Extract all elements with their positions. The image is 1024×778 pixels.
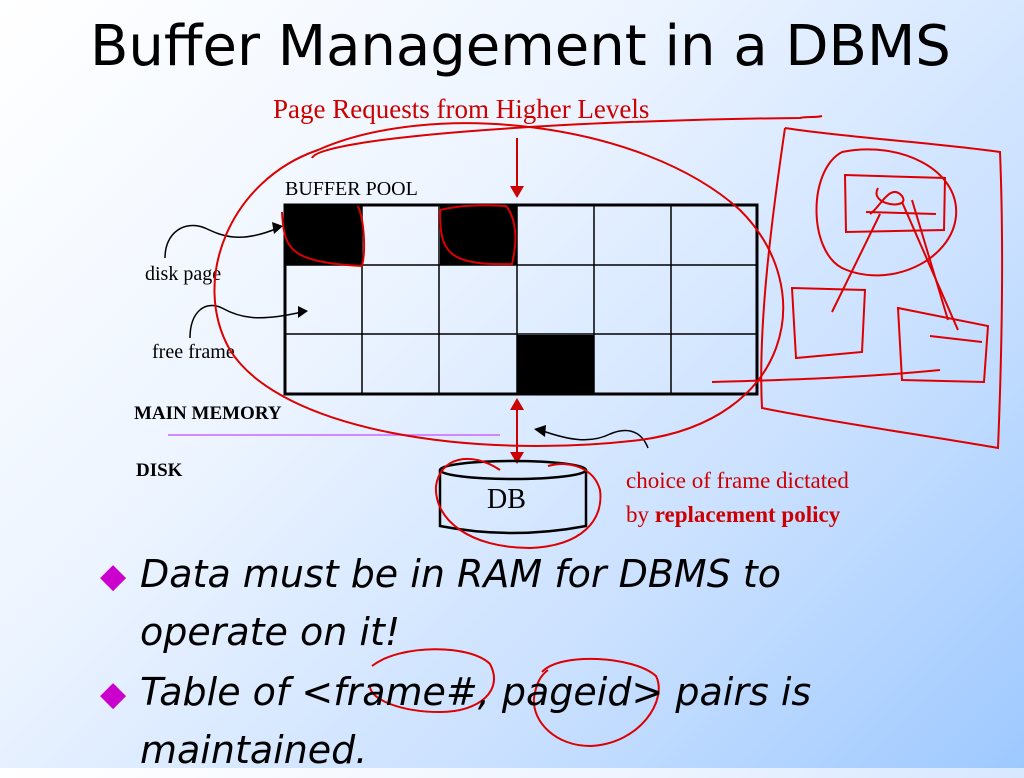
annotation-inner-box	[843, 173, 947, 234]
occupied-frame	[440, 206, 517, 265]
bullet-text-line1: Data must be in RAM for DBMS to	[140, 552, 782, 596]
annotation-right-box	[896, 306, 990, 384]
bullet-diamond-icon: ◆	[100, 556, 127, 596]
annotation-db-loop	[434, 457, 602, 550]
bullet-item: ◆ Table of <frame#, pageid> pairs is main…	[100, 664, 900, 778]
buffer-pool-grid	[283, 203, 759, 396]
annotation-scribble	[869, 187, 905, 215]
replacement-policy-line1: choice of frame dictated	[626, 468, 849, 493]
disk-arrowhead-up	[510, 398, 524, 410]
annotation-frame-1	[281, 205, 366, 268]
disk-arrowhead-down	[510, 452, 524, 464]
annotation-box-outline	[760, 127, 1004, 450]
annotation-frame-2	[439, 204, 517, 266]
occupied-frame	[286, 206, 362, 265]
annotation-left-box	[790, 286, 867, 360]
replacement-policy-line2: by replacement policy	[626, 498, 849, 532]
annotation-ellipse-pool	[213, 122, 785, 447]
replacement-policy-emphasis: replacement policy	[654, 502, 841, 527]
replacement-policy-note: choice of frame dictated by replacement …	[626, 464, 849, 532]
db-cylinder	[438, 459, 588, 535]
replacement-policy-prefix: by	[626, 502, 655, 527]
disk-page-pointer	[164, 224, 279, 259]
disk-label: DISK	[136, 460, 183, 481]
policy-pointer-head	[534, 425, 546, 437]
annotation-long-arrow	[711, 369, 941, 383]
buffer-pool-label: BUFFER POOL	[285, 178, 418, 200]
grid-lines	[285, 205, 757, 394]
free-frame-pointer	[189, 304, 303, 339]
page-requests-label: Page Requests from Higher Levels	[273, 94, 650, 124]
annotation-link-1	[831, 213, 881, 313]
db-label: DB	[487, 484, 526, 515]
free-frame-label: free frame	[152, 341, 235, 363]
main-memory-label: MAIN MEMORY	[134, 403, 282, 424]
disk-page-label: disk page	[145, 263, 222, 285]
bullet-diamond-icon: ◆	[100, 674, 127, 714]
slide-title: Buffer Management in a DBMS	[90, 14, 951, 79]
request-arrowhead	[510, 186, 524, 198]
free-frame-pointer-head	[298, 306, 308, 318]
annotation-link-3	[911, 199, 949, 321]
annotation-strike	[865, 211, 937, 215]
bullet-item: ◆ Data must be in RAM for DBMS to operate…	[100, 546, 900, 660]
bullet-text-line2: operate on it!	[140, 610, 401, 654]
bullet-text-line1: Table of <frame#, pageid> pairs is	[140, 670, 812, 714]
policy-pointer	[539, 429, 649, 449]
bullet-text-line2: maintained.	[140, 728, 368, 772]
annotation-bold-mark	[929, 335, 983, 343]
disk-page-pointer-head	[272, 222, 283, 234]
occupied-frame	[517, 335, 594, 394]
annotation-link-2	[901, 201, 959, 331]
annotation-circle	[815, 148, 958, 277]
